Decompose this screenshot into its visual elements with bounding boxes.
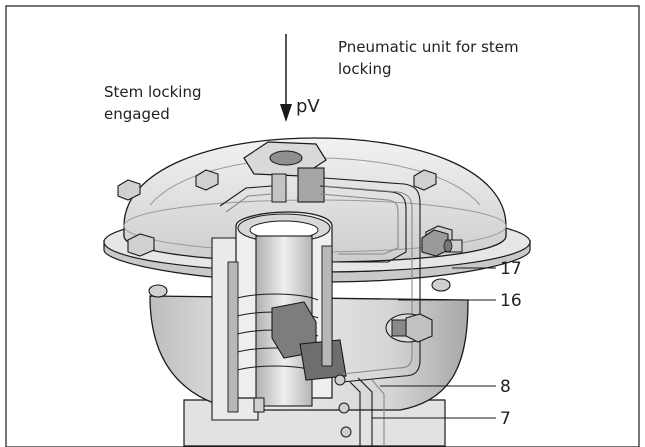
top-fitting bbox=[243, 141, 327, 203]
callout-17: 17 bbox=[500, 259, 522, 279]
side-connector bbox=[421, 229, 463, 257]
callout-7: 7 bbox=[500, 409, 511, 429]
label-stem-locking-line2: engaged bbox=[104, 105, 170, 123]
frame-border bbox=[5, 5, 640, 447]
cutaway-section bbox=[211, 211, 347, 421]
bottom-fittings bbox=[253, 374, 352, 438]
pressure-arrow bbox=[280, 34, 292, 122]
callout-8: 8 bbox=[500, 377, 511, 397]
side-port-plug bbox=[385, 313, 433, 343]
label-pneumatic-unit-line1: Pneumatic unit for stem bbox=[338, 38, 519, 56]
label-pressure-symbol: pV bbox=[296, 96, 320, 117]
label-pneumatic-unit-line2: locking bbox=[338, 60, 391, 78]
label-stem-locking-line1: Stem locking bbox=[104, 83, 202, 101]
leader-lines bbox=[372, 267, 496, 419]
callout-16: 16 bbox=[500, 291, 522, 311]
pneumatic-tubing bbox=[219, 177, 421, 446]
